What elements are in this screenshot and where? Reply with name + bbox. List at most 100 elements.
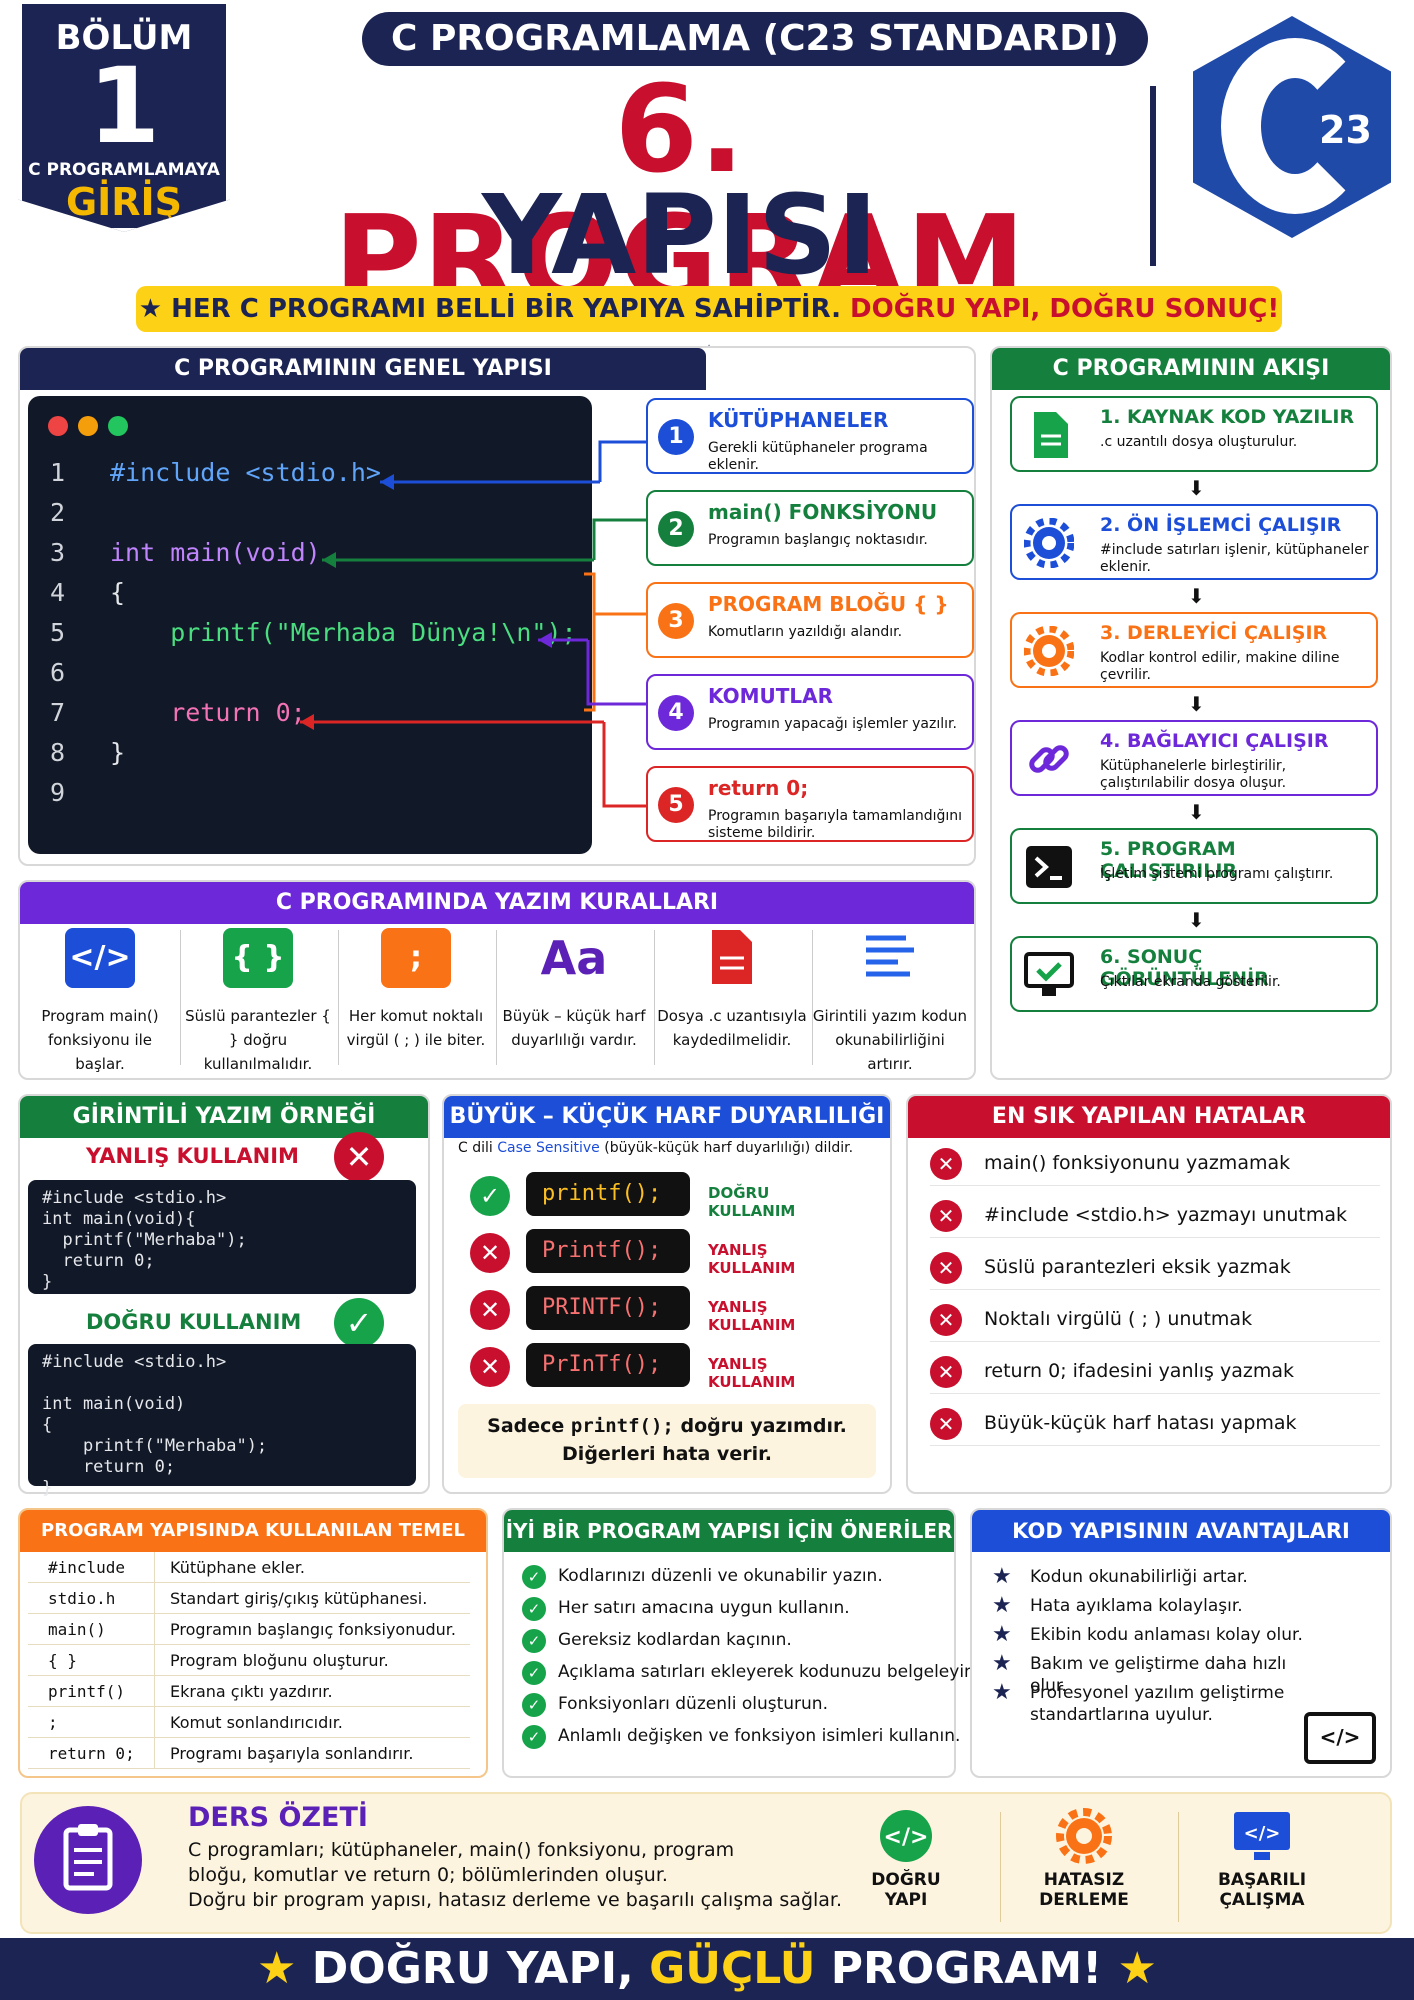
panel-title: KOD YAPISININ AVANTAJLARI — [972, 1510, 1390, 1552]
rule-divider — [338, 930, 339, 1065]
down-arrow-icon: ⬇ — [1188, 908, 1205, 932]
flow-step-desc: İşletim sistemi programı çalıştırır. — [1100, 866, 1334, 882]
rule-divider — [812, 930, 813, 1065]
case-intro-a: C dili — [458, 1140, 493, 1156]
c23-logo: 23 — [1193, 16, 1391, 238]
check-icon: ✓ — [522, 1629, 546, 1653]
code-line: 6 — [50, 658, 110, 687]
concept-row: { }Program bloğunu oluşturur. — [28, 1645, 470, 1676]
x-icon: ✕ — [930, 1200, 962, 1232]
panel-title: PROGRAM YAPISINDA KULLANILAN TEMEL KAVRA… — [20, 1510, 486, 1583]
flow-step-title: 1. KAYNAK KOD YAZILIR — [1100, 406, 1355, 428]
case-icon: Aa — [540, 931, 608, 985]
braces-icon: { } — [223, 928, 293, 988]
case-label: YANLIŞ KULLANIM — [708, 1355, 796, 1391]
badge-label: YAPI — [884, 1890, 928, 1910]
concept-value: Ekrana çıktı yazdırır. — [170, 1682, 333, 1701]
tip-text: Kodlarınızı düzenli ve okunabilir yazın. — [558, 1566, 883, 1586]
x-icon: ✕ — [930, 1252, 962, 1284]
code-line: 1#include <stdio.h> — [50, 458, 381, 487]
note-b: doğru yazımdır. — [680, 1415, 847, 1437]
footer-banner: ★ DOĞRU YAPI, GÜÇLÜ PROGRAM! ★ — [0, 1938, 1414, 2000]
tip-text: Her satırı amacına uygun kullanın. — [558, 1598, 850, 1618]
callout-number: 3 — [658, 603, 694, 639]
panel-title: C PROGRAMININ GENEL YAPISI — [20, 348, 706, 390]
badge-divider — [1178, 1812, 1179, 1922]
x-icon: ✕ — [930, 1408, 962, 1440]
concept-value: Komut sonlandırıcıdır. — [170, 1713, 343, 1732]
rule-divider — [654, 930, 655, 1065]
column-divider — [154, 1583, 155, 1614]
svg-text:</>: </> — [884, 1825, 929, 1850]
rule-desc: Girintili yazım kodun okunabilirliğini a… — [812, 1007, 968, 1073]
error-text: Süslü parantezleri eksik yazmak — [984, 1256, 1291, 1278]
code-line: 5 printf("Merhaba Dünya!\n"); — [50, 618, 577, 647]
chapter-number: 1 — [87, 45, 161, 167]
flow-step-title: 3. DERLEYİCİ ÇALIŞIR — [1100, 622, 1328, 644]
error-item: ✕ Süslü parantezleri eksik yazmak — [930, 1244, 1380, 1290]
error-text: return 0; ifadesini yanlış yazmak — [984, 1360, 1295, 1382]
panel-title: GİRİNTİLİ YAZIM ÖRNEĞİ — [20, 1096, 428, 1138]
advantage-text: Hata ayıklama kolaylaşır. — [1030, 1596, 1243, 1616]
error-item: ✕return 0; ifadesini yanlış yazmak — [930, 1348, 1380, 1394]
x-icon: ✕ — [470, 1290, 510, 1330]
badge-label: ÇALIŞMA — [1219, 1890, 1305, 1910]
flow-step-2: 2. ÖN İŞLEMCİ ÇALIŞIR#include satırları … — [1010, 504, 1378, 580]
callout-title: main() FONKSİYONU — [708, 500, 938, 524]
star-icon: ★ — [992, 1680, 1012, 1705]
rule-desc: Büyük – küçük harf duyarlılığı vardır. — [502, 1007, 646, 1049]
case-label: YANLIŞ KULLANIM — [708, 1241, 796, 1277]
line-number: 5 — [50, 618, 66, 647]
column-divider — [154, 1676, 155, 1707]
summary-text: C programları; kütüphaneler, main() fonk… — [188, 1838, 842, 1913]
code-line: 9 — [50, 778, 110, 807]
x-icon: ✕ — [470, 1233, 510, 1273]
line-number: 1 — [50, 458, 66, 487]
down-arrow-icon: ⬇ — [1188, 584, 1205, 608]
concept-key: printf() — [48, 1682, 126, 1701]
note-c: Diğerleri hata verir. — [562, 1443, 772, 1465]
rule-item: ;Her komut noktalı virgül ( ; ) ile bite… — [338, 928, 494, 1052]
tip-text: Gereksiz kodlardan kaçının. — [558, 1630, 792, 1650]
callout-title: KÜTÜPHANELER — [708, 408, 889, 432]
callout-desc: Programın başarıyla tamamlandığını siste… — [708, 808, 963, 841]
callout-number: 4 — [658, 695, 694, 731]
down-arrow-icon: ⬇ — [1188, 800, 1205, 824]
down-arrow-icon: ⬇ — [1188, 476, 1205, 500]
case-code: PrInTf(); — [526, 1343, 690, 1387]
flow-step-desc: Kodlar kontrol edilir, makine diline çev… — [1100, 650, 1340, 683]
concept-value: Programın başlangıç fonksiyonudur. — [170, 1620, 456, 1639]
column-divider — [154, 1738, 155, 1769]
rule-divider — [180, 930, 181, 1065]
tagline-banner: ★ HER C PROGRAMI BELLİ BİR YAPIYA SAHİPT… — [136, 286, 1282, 370]
code-text: } — [110, 738, 126, 767]
concept-key: stdio.h — [48, 1589, 116, 1608]
callout-number: 1 — [658, 419, 694, 455]
rule-item: { }Süslü parantezler { } doğru kullanılm… — [180, 928, 336, 1076]
code-line: 2 — [50, 498, 110, 527]
clipboard-icon — [34, 1806, 142, 1914]
line-number: 9 — [50, 778, 66, 807]
check-icon: ✓ — [522, 1661, 546, 1685]
flow-step-desc: .c uzantılı dosya oluşturulur. — [1100, 434, 1298, 450]
gear-icon — [1023, 517, 1075, 569]
rule-divider — [496, 930, 497, 1065]
star-icon: ★ — [256, 1943, 297, 1994]
wrong-code-sample: #include <stdio.h> int main(void){ print… — [28, 1180, 416, 1294]
code-text: printf("Merhaba Dünya!\n"); — [110, 618, 577, 647]
tip-text: Anlamlı değişken ve fonksiyon isimleri k… — [558, 1726, 961, 1746]
concept-value: Programı başarıyla sonlandırır. — [170, 1744, 414, 1763]
star-icon: ★ — [992, 1622, 1012, 1647]
line-number: 2 — [50, 498, 66, 527]
panel-title: İYİ BİR PROGRAM YAPISI İÇİN ÖNERİLER — [504, 1510, 954, 1552]
flow-step-title: 2. ÖN İŞLEMCİ ÇALIŞIR — [1100, 514, 1342, 536]
star-icon: ★ — [992, 1564, 1012, 1589]
callout-title: return 0; — [708, 776, 809, 800]
flow-step-3: 3. DERLEYİCİ ÇALIŞIR Kodlar kontrol edili… — [1010, 612, 1378, 688]
tips-panel: İYİ BİR PROGRAM YAPISI İÇİN ÖNERİLER — [502, 1508, 956, 1778]
